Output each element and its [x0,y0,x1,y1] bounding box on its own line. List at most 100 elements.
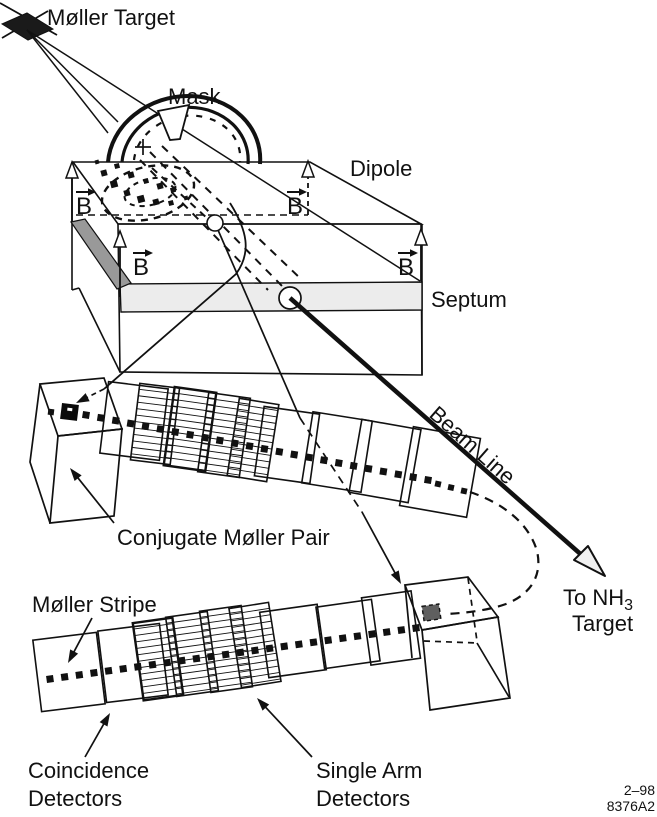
label-b-field: B [133,254,149,281]
hatch-line [233,633,274,641]
fan-line [26,29,119,123]
stripe-dot [163,658,172,667]
cloud-hit-square [136,194,146,204]
hatch-line [209,675,252,683]
hatch-line [203,636,246,644]
stripe-dot [186,430,195,439]
pointer-arrowhead [68,649,79,663]
box-front-face [49,428,123,524]
label-moller-stripe: Møller Stripe [32,592,157,617]
hit-square-black [60,402,79,421]
stripe-dot [171,427,180,436]
pointer-arrowhead [390,570,401,584]
hatch-line [206,656,249,663]
hatch-line [230,455,270,463]
b-arrow-head [112,228,128,248]
septum-band [119,281,423,313]
stripe-dot [215,436,224,445]
cloud-hit-square [123,189,131,197]
label-septum: Septum [431,287,507,312]
cloud-hits [94,159,189,207]
stripe-dot [230,439,239,448]
stripe-dot [60,673,69,681]
conjugate-hit-black [60,402,79,421]
cloud-hit-square [142,177,150,185]
scatter-cloud [94,159,196,222]
label-moller-target: Møller Target [47,5,175,30]
cloud-hit-square [94,159,100,165]
mask-dashed-rim [132,114,242,163]
stripe-dot [324,636,333,645]
stripe-dot [236,648,245,657]
hatch-line [240,672,280,680]
stripe-dot [319,456,328,465]
box-hidden-edge [423,640,478,644]
label-dipole: Dipole [350,156,412,181]
hatch-line [202,623,244,631]
cloud-hit-square [156,182,164,190]
pointer-line [361,511,397,575]
stripe-dot [423,475,433,485]
box-top-face [38,377,124,437]
coincidence-box-left [29,377,124,524]
pointer-line [76,476,115,524]
stripe-dot [75,670,84,679]
trajectory-dashed [139,159,269,291]
stripe-dot [260,444,269,453]
cloud-hit-square [127,171,135,179]
hatch-line [205,417,247,425]
hatch-line [236,416,276,424]
stripe-dot [119,664,128,673]
stripe-dot [111,416,120,425]
hatch-line [231,448,271,456]
hatch-line [232,627,273,635]
label-mask: Mask [168,84,222,109]
cloud-hit-square [183,195,189,201]
stripe-dot [309,638,318,647]
stripe-dot [245,442,254,451]
hatch-line [204,643,247,650]
label-beam-line: Beam Line [425,401,521,489]
pointer-arrowhead [257,698,270,711]
label-to-nh3-sub: 3 [624,597,633,614]
label-date-code: 2–98 [624,782,655,798]
conjugate-line-solid [217,229,301,419]
middle-row-stripe [81,410,433,485]
hatch-line [233,435,273,444]
hatch-line [137,401,178,408]
hatch-line [239,665,279,673]
hatched-detector-panel [226,397,280,483]
hatch-line [207,397,250,405]
stripe-dot [394,470,403,479]
hatch-line [234,639,275,648]
hatch-line [138,395,179,402]
stripe-dot [148,660,157,669]
hatch-line [206,404,249,412]
cloud-dashed-ellipse [100,164,196,222]
stripe-dot [379,467,388,476]
detector-panel [253,405,321,485]
pointer-line [72,617,93,654]
b-vector-arrowhead [145,249,153,257]
dipole-exit-circle [206,214,224,232]
pair-dashed-curve [446,490,540,616]
middle-row-panels [98,380,482,519]
label-coincidence-1: Coincidence [28,758,149,783]
cloud-hit-square [152,198,160,206]
label-b-field: B [398,254,414,281]
stripe-dot [305,453,314,462]
hatch-line [237,659,278,667]
cloud-hit-square [169,186,177,194]
stripe-dot [104,666,113,675]
detector-panel [315,598,381,670]
hatch-line [198,462,241,470]
hatch-line [228,468,268,476]
trajectory-dashed [151,167,209,220]
hatch-line [197,468,240,476]
dipole-left-diagonal [78,287,121,373]
hatch-line [229,607,270,615]
stripe-dot [177,656,186,665]
cloud-hit-square [109,179,119,189]
b-arrow-head [300,158,316,178]
box-bottom-diagonal [476,642,510,698]
